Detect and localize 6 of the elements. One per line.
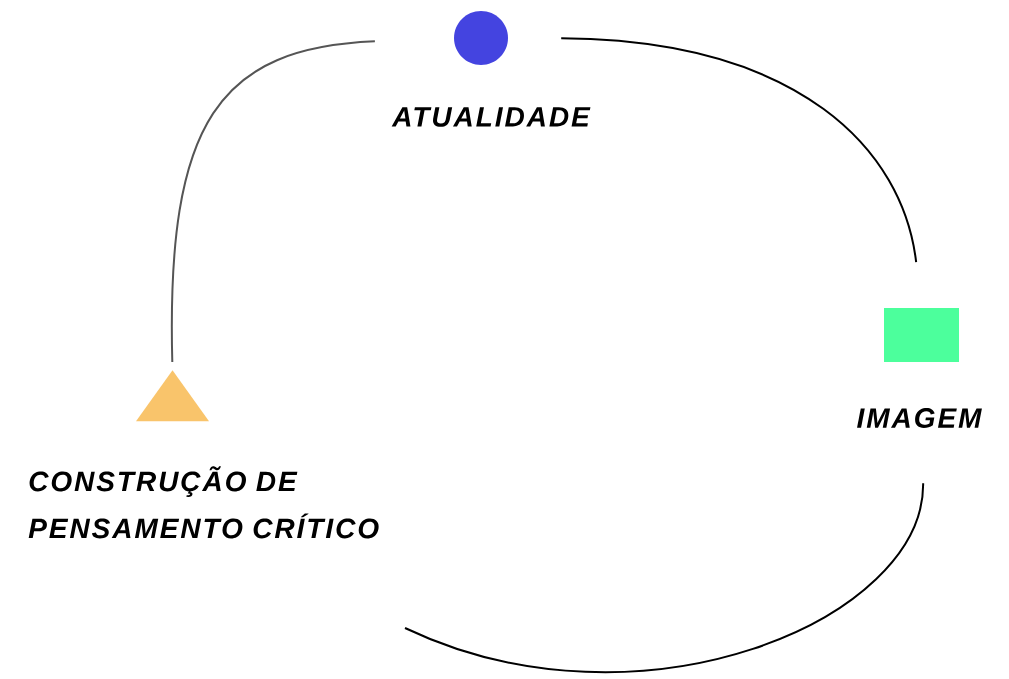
connector-curve [404,482,925,673]
connector-curve [560,37,918,264]
node-label: ATUALIDADE [391,107,591,127]
connector-curve [171,40,376,363]
node-label: IMAGEM [857,408,982,428]
node-label: CONSTRUÇÃO DE PENSAMENTO CRÍTICO [28,466,379,539]
